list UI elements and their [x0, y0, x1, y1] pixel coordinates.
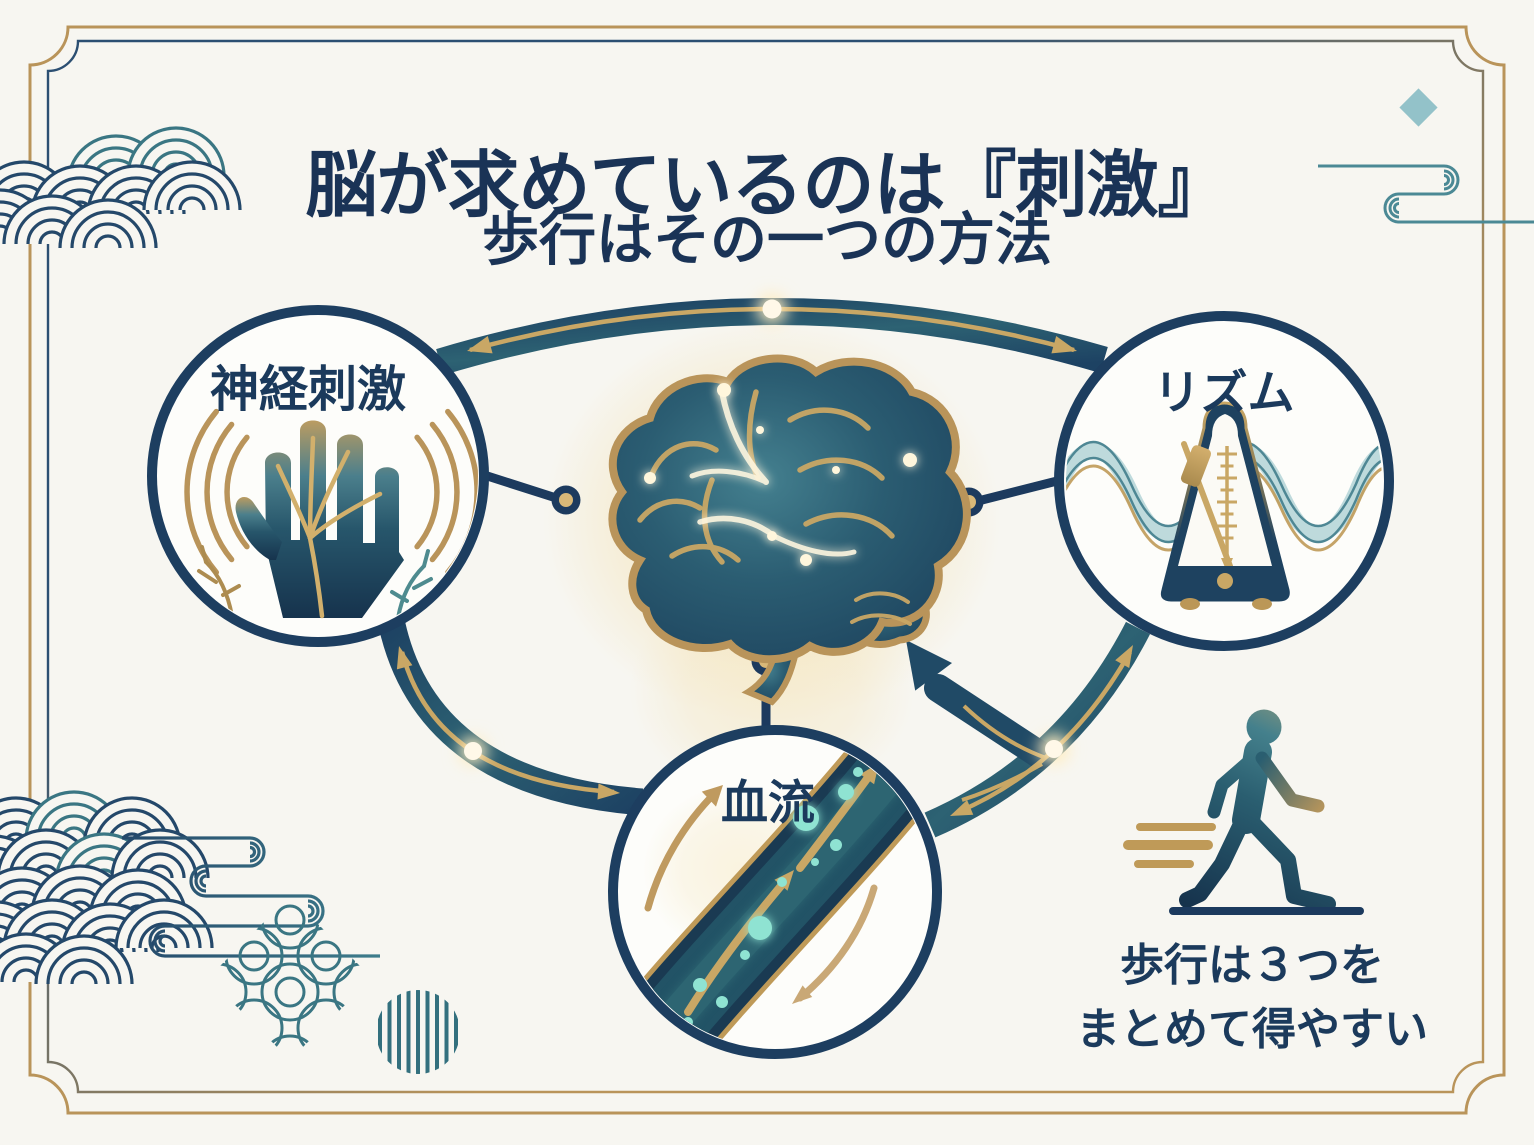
outer-flow-arrow-down: [796, 884, 878, 1002]
brain-arrow-shaft: [924, 674, 1054, 769]
brain-synapse-dots: [644, 383, 917, 566]
pendulum-weight: [1180, 445, 1212, 487]
page-title: 脳が求めているのは『刺激』: [305, 146, 1229, 227]
arrowhead-left: [467, 336, 493, 354]
outer-flow-arrow-up: [644, 788, 720, 912]
brain-icon: [608, 354, 971, 706]
blood-vessel-icon: [619, 736, 931, 1048]
nerve-circle-label: 神経刺激: [209, 363, 407, 417]
glow-node: [464, 742, 482, 760]
person-front-leg: [1242, 812, 1336, 912]
striped-circle-motif: [378, 990, 458, 1074]
page-subtitle: 歩行はその一つの方法: [482, 209, 1052, 272]
left-arc-band: [378, 621, 644, 816]
speed-lines: [1123, 823, 1216, 868]
brain-arrow-head: [906, 640, 952, 691]
brain-synapse-glow: [689, 389, 857, 557]
seigaiha-pattern-top-left: [0, 126, 242, 250]
hand-nerve-lines: [275, 435, 383, 619]
brain-outline: [608, 354, 971, 664]
double-frame-border: [28, 25, 1506, 1115]
glow-node: [1045, 740, 1063, 758]
cloud-pattern-bottom-left: [122, 836, 380, 958]
thumb: [235, 497, 282, 560]
walking-person-icon: [1123, 709, 1364, 915]
rhythm-circle-label: リズム: [1153, 366, 1295, 419]
walking-caption-line1: 歩行は３つを: [1120, 941, 1384, 990]
arrowhead-right: [1051, 336, 1077, 354]
person-back-leg: [1179, 812, 1251, 908]
blood-circle-label: 血流: [721, 776, 815, 829]
person-head: [1246, 709, 1282, 745]
hand-nerve-icon: [184, 408, 478, 620]
cloud-pattern-top-right: [1318, 164, 1534, 224]
glow-node: [762, 299, 782, 319]
shippo-pattern: [208, 896, 372, 1060]
nerve-twig-teal: [390, 549, 433, 620]
metronome-scale: [1217, 446, 1237, 560]
walking-caption: 歩行は３つを まとめて得やすい: [1076, 934, 1428, 1062]
right-arc-band: [906, 621, 1151, 838]
hand-silhouette: [265, 420, 404, 618]
walking-caption-line2: まとめて得やすい: [1076, 1004, 1428, 1054]
diamond-accent: [1399, 88, 1438, 127]
flow-arrows: [684, 768, 876, 1016]
brain-folds: [637, 389, 912, 626]
top-arc-band: [436, 294, 1108, 375]
metronome-icon: [1066, 401, 1382, 610]
person-front-arm: [1255, 751, 1325, 813]
person-back-arm: [1207, 751, 1260, 819]
